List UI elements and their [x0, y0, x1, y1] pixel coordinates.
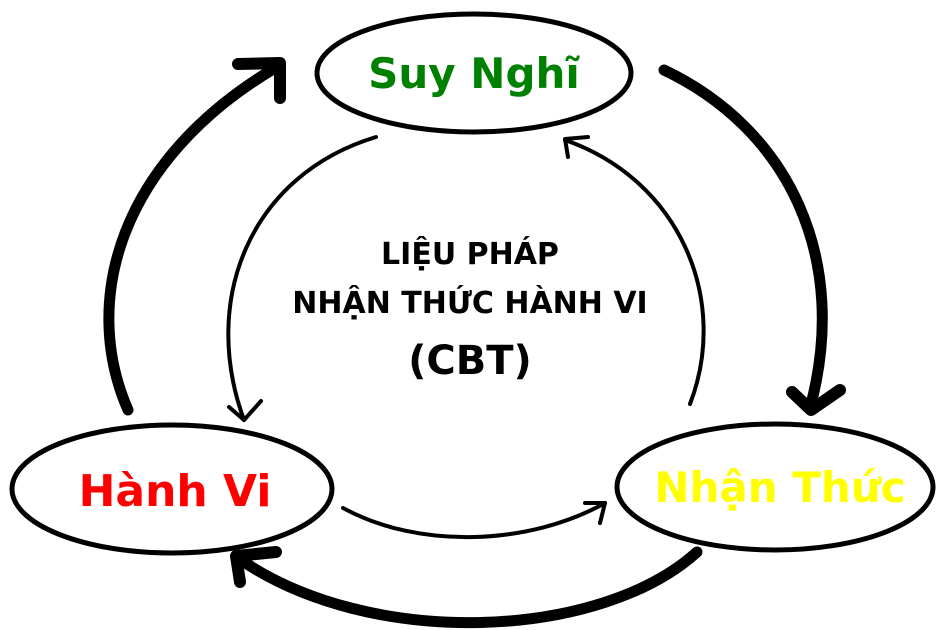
node-cognition-ellipse [614, 421, 936, 553]
inner-arrow-thoughts-to-behavior [226, 135, 378, 422]
node-thoughts-ellipse [314, 11, 634, 135]
node-thoughts: Suy Nghĩ [314, 11, 634, 135]
title-line-2: NHẬN THỨC HÀNH VI [292, 284, 647, 321]
node-behavior-ellipse [9, 422, 335, 556]
node-cognition-label: Nhận Thức [654, 463, 905, 512]
node-behavior: Hành Vi [9, 422, 335, 556]
node-behavior-label: Hành Vi [79, 466, 272, 517]
center-title: LIỆU PHÁP NHẬN THỨC HÀNH VI (CBT) [292, 235, 647, 384]
inner-arrow-behavior-to-cognition [341, 501, 607, 540]
node-thoughts-label: Suy Nghĩ [368, 49, 580, 98]
outer-arrow-thoughts-to-cognition [658, 64, 846, 416]
title-line-3: (CBT) [408, 338, 532, 384]
title-line-1: LIỆU PHÁP [381, 235, 559, 272]
outer-arrow-behavior-to-thoughts [103, 57, 286, 416]
node-cognition: Nhận Thức [614, 421, 936, 553]
outer-arrow-cognition-to-behavior [230, 546, 703, 629]
inner-arrow-cognition-to-thoughts [563, 135, 706, 406]
